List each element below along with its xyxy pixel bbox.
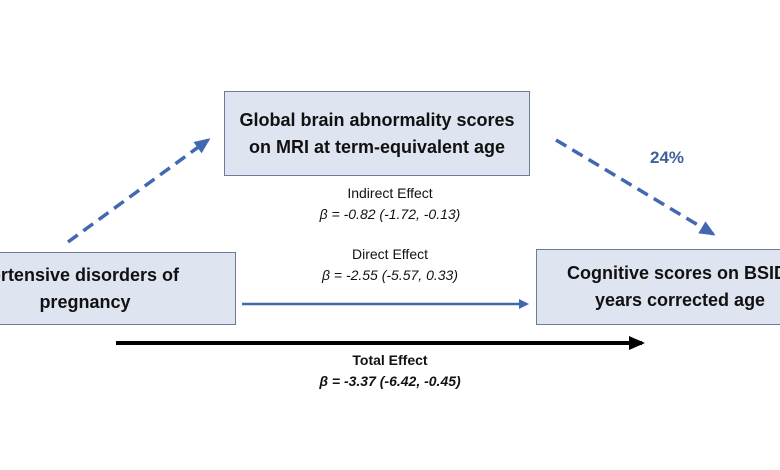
direct-effect-beta: β = -2.55 (-5.57, 0.33) xyxy=(321,267,458,283)
mediator-line-1: Global brain abnormality scores xyxy=(239,109,515,130)
outcome-line-1: Cognitive scores on BSID- xyxy=(567,263,780,283)
mediator-line-2: on MRI at term-equivalent age xyxy=(248,136,506,157)
indirect-effect-title: Indirect Effect xyxy=(347,185,433,201)
exposure-box: ertensive disorders of pregnancy xyxy=(0,252,236,325)
exposure-to-mediator-arrow xyxy=(66,138,211,244)
total-effect-title: Total Effect xyxy=(352,352,428,368)
indirect-effect-beta: β = -0.82 (-1.72, -0.13) xyxy=(319,206,461,222)
mediator-to-outcome-arrow xyxy=(555,138,716,236)
exposure-line-1: ertensive disorders of xyxy=(0,264,179,285)
outcome-box: Cognitive scores on BSID- years correcte… xyxy=(536,249,780,325)
total-effect-beta: β = -3.37 (-6.42, -0.45) xyxy=(319,373,461,389)
exposure-line-2: pregnancy xyxy=(39,291,131,312)
mediator-box: Global brain abnormality scores on MRI a… xyxy=(224,91,530,176)
outcome-line-2: years corrected age xyxy=(594,290,766,310)
proportion-mediated-label: 24% xyxy=(650,148,685,167)
direct-effect-title: Direct Effect xyxy=(352,246,428,262)
